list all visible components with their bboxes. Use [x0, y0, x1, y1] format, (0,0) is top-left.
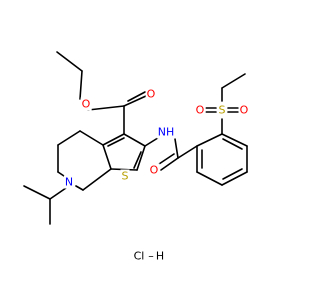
bond	[87, 105, 125, 111]
salt-dash: –	[148, 250, 154, 263]
label-halo	[194, 103, 206, 117]
bond	[136, 145, 146, 171]
bond	[56, 51, 83, 72]
bond	[57, 130, 81, 146]
bond	[158, 153, 175, 165]
n-piperidine-label: N	[65, 176, 73, 189]
o-sulfonyl-right-label: O	[240, 104, 249, 117]
piperidine-ring	[57, 130, 112, 191]
o-sulfonyl-left-label: O	[196, 104, 205, 117]
bond	[177, 145, 198, 159]
bond	[102, 144, 112, 170]
label-halo	[156, 125, 176, 139]
bond	[75, 185, 84, 191]
bond	[196, 133, 223, 147]
o-amide-carbonyl-label: O	[150, 164, 159, 177]
amide-group	[144, 135, 198, 171]
ethyl-ester-group	[56, 51, 147, 135]
bond	[123, 95, 147, 107]
label-halo	[80, 97, 92, 111]
bond	[57, 171, 65, 177]
bond	[221, 133, 248, 147]
hydrochloride-salt: Cl – H	[134, 250, 165, 263]
isopropyl-group	[23, 185, 67, 225]
bond	[133, 151, 142, 169]
label-halo	[120, 169, 130, 183]
ethylsulfonyl-group	[205, 73, 246, 135]
bond	[102, 133, 125, 146]
bond	[174, 138, 179, 159]
label-halo	[63, 175, 75, 189]
label-halo	[145, 87, 157, 101]
bond	[221, 73, 246, 89]
bond	[23, 185, 51, 200]
label-halo	[148, 163, 160, 177]
label-halo	[238, 103, 250, 117]
molecule-canvas: O O NH N S O S O O Cl – H	[23, 51, 250, 263]
bond	[82, 168, 112, 191]
atom-labels: O O NH N S O S O O	[63, 87, 250, 189]
o-ester-ether-label: O	[82, 98, 91, 111]
n-amide-label: NH	[158, 126, 175, 139]
bond	[222, 168, 243, 180]
bond	[196, 171, 223, 186]
bond	[107, 137, 125, 147]
bond	[222, 138, 243, 150]
bond	[79, 70, 83, 100]
bond	[221, 171, 248, 186]
bond	[49, 187, 67, 200]
bond	[123, 133, 146, 147]
o-ester-carbonyl-label: O	[147, 88, 156, 101]
label-halo	[217, 103, 227, 117]
bond	[79, 130, 104, 146]
structure-drawing: O O NH N S O S O O Cl – H	[23, 51, 250, 263]
s-thiophene-label: S	[122, 170, 129, 183]
thiophene-ring	[102, 133, 146, 171]
benzene-ring	[196, 133, 248, 186]
bond	[160, 157, 179, 171]
s-sulfonyl-label: S	[219, 104, 226, 117]
chlorine-label: Cl	[134, 250, 145, 263]
hydrogen-label: H	[156, 250, 164, 263]
bond	[127, 91, 146, 102]
